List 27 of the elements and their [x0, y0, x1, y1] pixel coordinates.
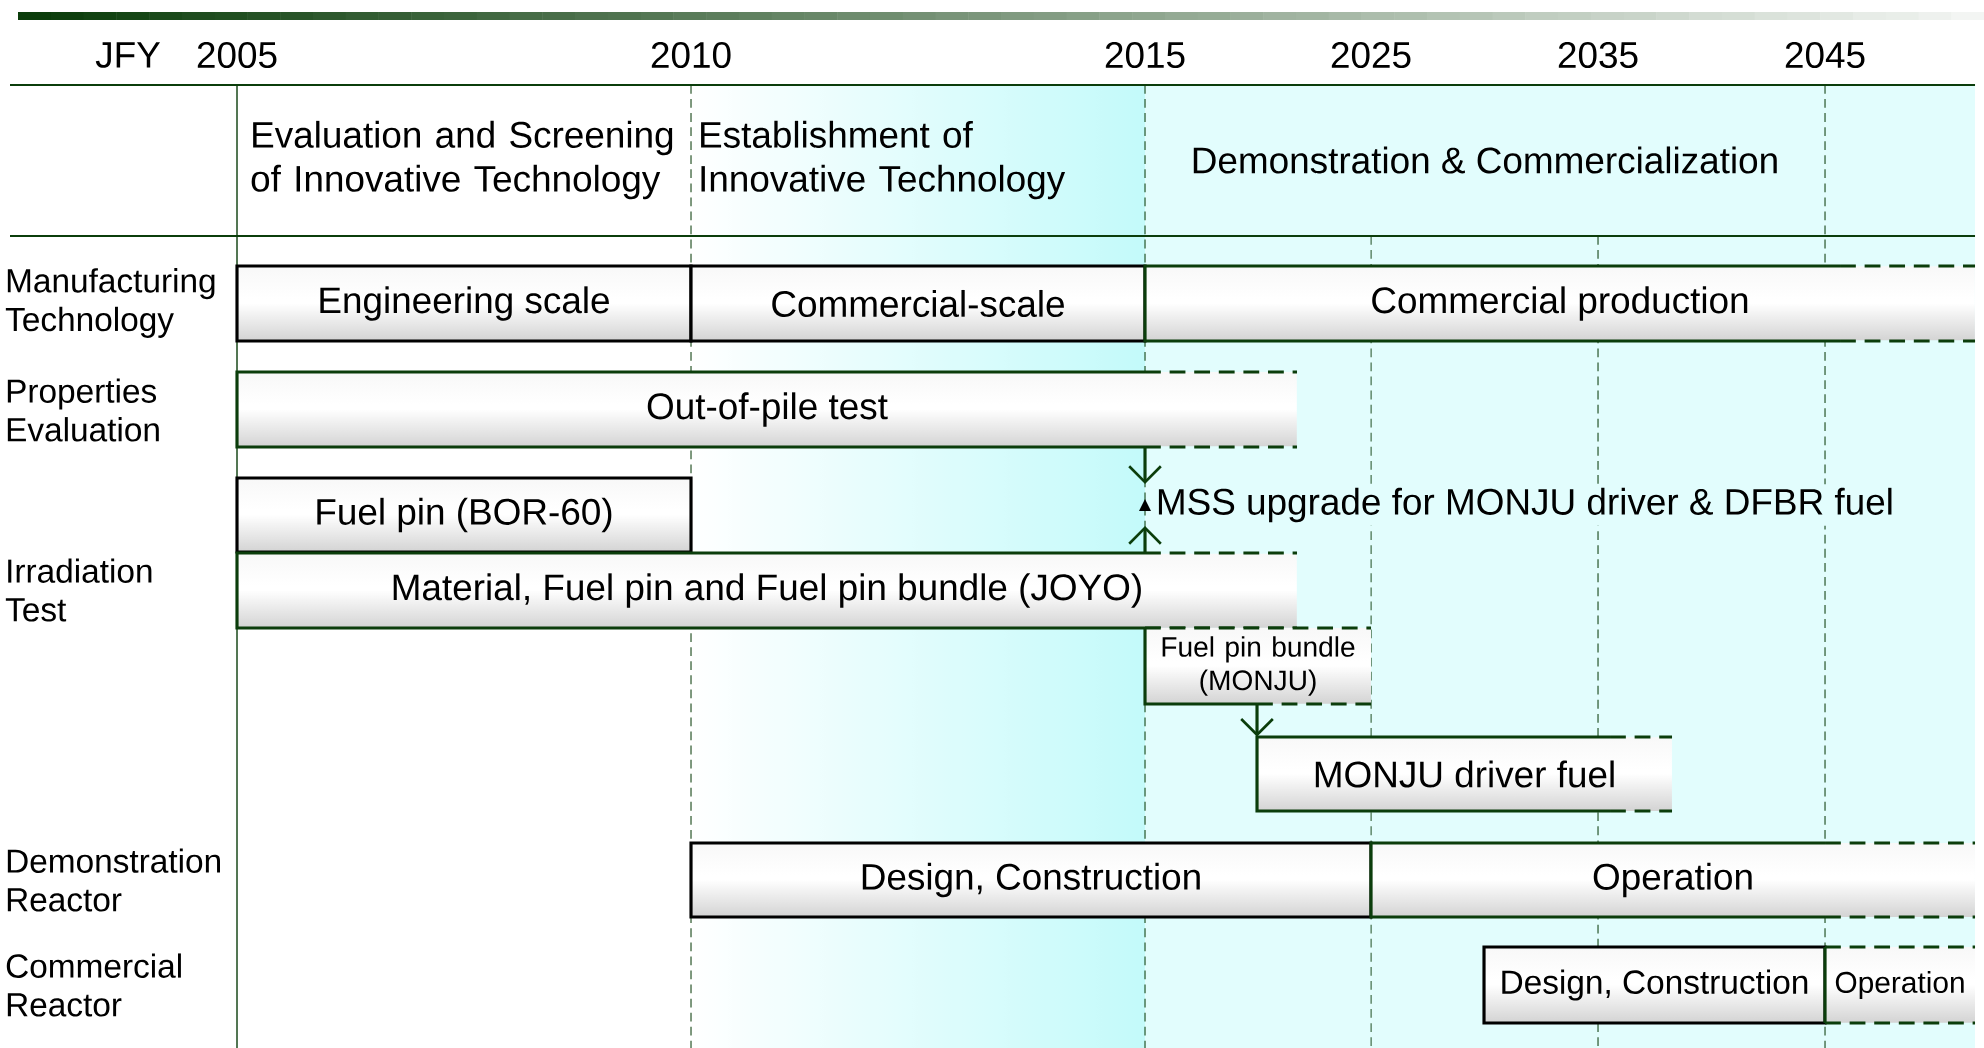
- axis-label: JFY: [95, 42, 160, 68]
- timeline-bar: Commercial production: [1143, 264, 1976, 343]
- row-label: Manufacturing Technology: [5, 268, 215, 338]
- row-label: Irradiation Test: [5, 558, 152, 622]
- timeline-bar: Fuel pin (BOR-60): [235, 476, 693, 554]
- row-label: Commercial Reactor: [6, 953, 181, 1017]
- timeline-bar: Material, Fuel pin and Fuel pin bundle (JOYO): [235, 551, 1297, 630]
- timeline-bar: Fuel pin bundle (MONJU): [1143, 626, 1371, 706]
- row-label: Demonstration Reactor: [7, 848, 220, 912]
- timeline-bar: Operation: [1369, 841, 1976, 919]
- timeline-bar: Engineering scale: [235, 264, 693, 343]
- year-label: 2045: [1785, 41, 1865, 69]
- year-label: 2010: [651, 41, 731, 69]
- phase-heading: Demonstration & Commercialization: [1193, 146, 1777, 174]
- timeline-bar: MONJU driver fuel: [1255, 735, 1672, 813]
- milestone-label: MSS upgrade for MONJU driver & DFBR fuel: [1152, 484, 1898, 526]
- year-label: 2025: [1331, 41, 1411, 69]
- phase-heading: Establishment of Innovative Technology: [701, 120, 1066, 200]
- timeline-bar: Design, Construction: [689, 841, 1373, 919]
- year-label: 2015: [1105, 41, 1185, 69]
- phase-heading: Evaluation and Screening of Innovative Technology: [251, 120, 673, 200]
- year-label: 2035: [1558, 41, 1638, 69]
- row-label: Properties Evaluation: [7, 378, 159, 442]
- timeline-bar: Commercial-scale: [689, 264, 1147, 343]
- year-label: 2005: [197, 41, 277, 69]
- timeline-bar: Out-of-pile test: [235, 370, 1297, 449]
- timeline-bar: Operation: [1823, 945, 1976, 1025]
